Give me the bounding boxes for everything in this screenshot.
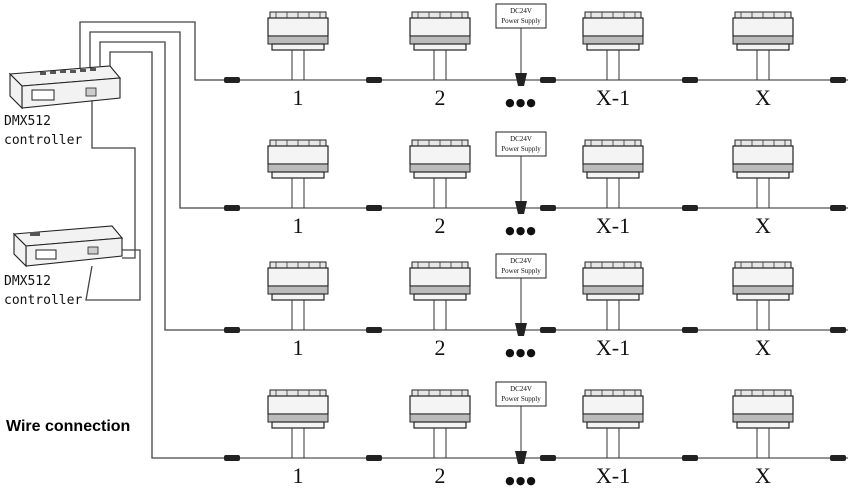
cable-connector [682, 77, 698, 83]
t-connector [515, 451, 527, 464]
cable-connector [366, 205, 382, 211]
ellipsis-dots: ●●● [505, 474, 537, 487]
led-fixture [267, 389, 329, 458]
ellipsis-dots: ●●● [505, 224, 537, 237]
cable-connector [830, 327, 846, 333]
cable-connector [224, 327, 240, 333]
fixture-row-3: 1 2 X-1 X DC24V Power Supply ●●● [224, 253, 848, 360]
fixture-number-label: 2 [435, 335, 446, 360]
ellipsis-dots: ●●● [505, 96, 537, 109]
dmx512-controller-1 [8, 65, 122, 110]
cable-connector [830, 77, 846, 83]
t-connector [515, 73, 527, 86]
fixture-number-label: X [755, 213, 771, 238]
led-fixture [409, 389, 471, 458]
cable-connector [540, 77, 556, 83]
cable-connector [830, 455, 846, 461]
led-fixture [267, 139, 329, 208]
led-fixture [582, 11, 644, 80]
t-connector [515, 323, 527, 336]
power-supply-24v: DC24V Power Supply [495, 131, 547, 214]
led-fixture [267, 11, 329, 80]
cable-connector [366, 77, 382, 83]
controller-2-label-line1: DMX512 [4, 274, 51, 289]
led-fixture [582, 389, 644, 458]
power-supply-label-line2: Power Supply [501, 17, 541, 25]
fixture-number-label: 1 [293, 463, 304, 488]
cable-connector [540, 327, 556, 333]
led-fixture [582, 139, 644, 208]
power-supply-24v: DC24V Power Supply [495, 3, 547, 86]
fixture-number-label: 2 [435, 463, 446, 488]
fixture-number-label: 1 [293, 213, 304, 238]
cable-connector [224, 77, 240, 83]
cable-connector [682, 205, 698, 211]
cable-connector [366, 327, 382, 333]
controller-1-label-line1: DMX512 [4, 114, 51, 129]
ellipsis-dots: ●●● [505, 346, 537, 359]
cable-connector [830, 205, 846, 211]
fixture-number-label: 2 [435, 213, 446, 238]
cable-connector [682, 455, 698, 461]
led-fixture [409, 139, 471, 208]
power-supply-label-line2: Power Supply [501, 267, 541, 275]
dmx512-controller-2 [12, 225, 124, 268]
fixture-number-label: X-1 [596, 85, 630, 110]
led-fixture [267, 261, 329, 330]
cable-connector [540, 455, 556, 461]
controller-1-label-line2: controller [4, 133, 82, 148]
power-supply-label-line1: DC24V [510, 257, 532, 265]
led-fixture [409, 11, 471, 80]
cable-connector [540, 205, 556, 211]
power-supply-label-line1: DC24V [510, 7, 532, 15]
power-supply-label-line2: Power Supply [501, 145, 541, 153]
fixture-number-label: X [755, 335, 771, 360]
wire-connection-caption: Wire connection [6, 418, 130, 435]
fixture-number-label: 1 [293, 335, 304, 360]
fixture-row-4: 1 2 X-1 X DC24V Power Supply ●●● [224, 381, 848, 488]
power-supply-label-line1: DC24V [510, 135, 532, 143]
led-fixture [732, 389, 794, 458]
fixture-number-label: X-1 [596, 335, 630, 360]
led-fixture [732, 261, 794, 330]
cable-connector [224, 205, 240, 211]
fixture-number-label: 2 [435, 85, 446, 110]
power-supply-label-line1: DC24V [510, 385, 532, 393]
fixture-row-1: 1 2 X-1 X DC24V Power Supply ●●● [224, 3, 848, 110]
signal-wires [79, 21, 225, 459]
led-fixture [409, 261, 471, 330]
power-supply-label-line2: Power Supply [501, 395, 541, 403]
fixture-row-2: 1 2 X-1 X DC24V Power Supply ●●● [224, 131, 848, 238]
fixture-number-label: X-1 [596, 463, 630, 488]
controller-2-label-line2: controller [4, 293, 82, 308]
led-fixture [732, 139, 794, 208]
fixture-number-label: X-1 [596, 213, 630, 238]
led-fixture [732, 11, 794, 80]
fixture-number-label: 1 [293, 85, 304, 110]
cable-connector [682, 327, 698, 333]
cable-connector [366, 455, 382, 461]
fixture-number-label: X [755, 463, 771, 488]
power-supply-24v: DC24V Power Supply [495, 381, 547, 464]
power-supply-24v: DC24V Power Supply [495, 253, 547, 336]
fixture-number-label: X [755, 85, 771, 110]
t-connector [515, 201, 527, 214]
cable-connector [224, 455, 240, 461]
led-fixture [582, 261, 644, 330]
